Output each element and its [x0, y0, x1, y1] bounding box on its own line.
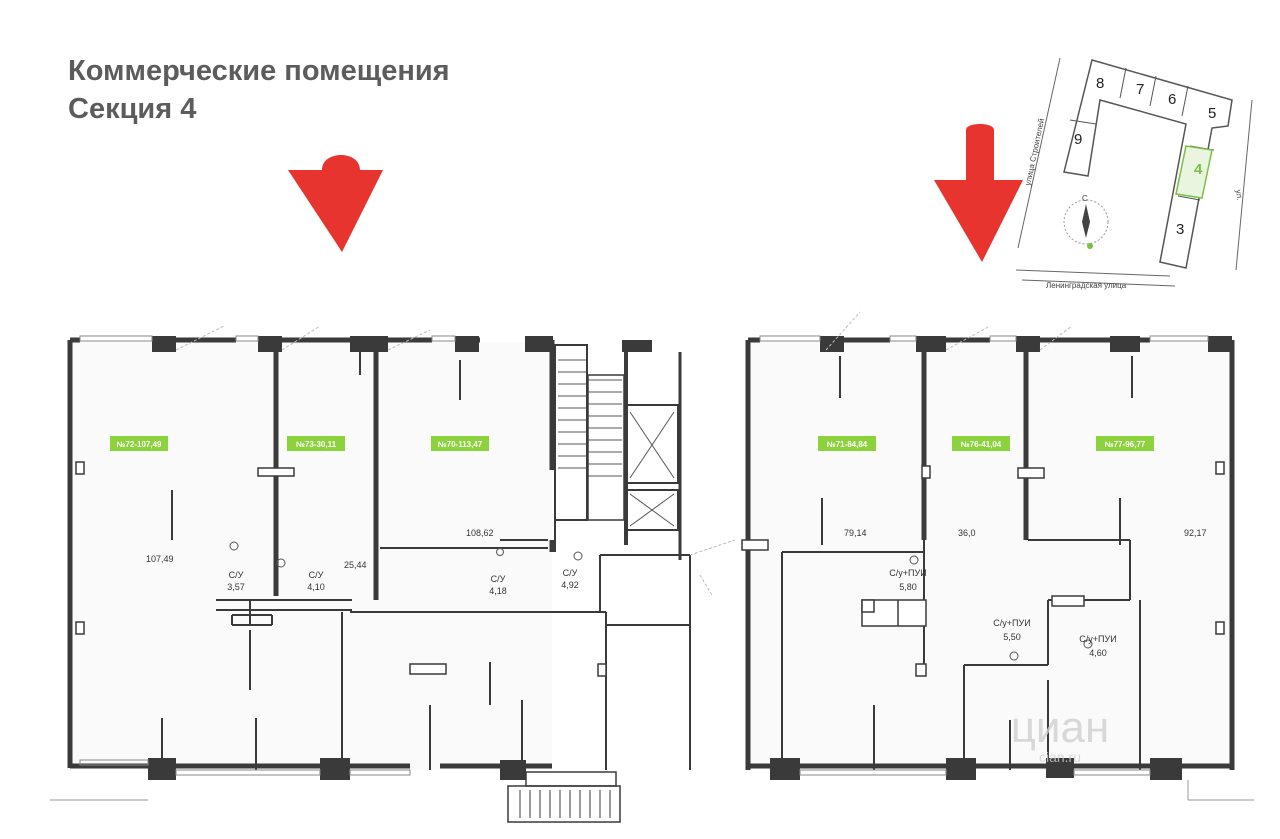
street-left: улица Строителей: [1023, 118, 1046, 187]
bathroom-label: С/у+ПУИ: [993, 618, 1030, 628]
watermark-domain: cian.ru: [1039, 749, 1081, 765]
title-line-1: Коммерческие помещения: [68, 55, 450, 87]
room-area: 79,14: [844, 528, 867, 538]
site-plan: 8 7 6 5 9 4 3 С Ленинградская улица улиц…: [1015, 57, 1253, 290]
site-section-7: 7: [1136, 81, 1144, 98]
unit-tag: №71-84,84: [827, 440, 868, 449]
room-area: 92,17: [1184, 528, 1207, 538]
unit-tag: №72-107,49: [117, 440, 163, 449]
page-title: Коммерческие помещения Секция 4: [68, 52, 450, 128]
left-block: [67, 325, 607, 780]
bathroom-label: С/У: [491, 574, 506, 584]
unit-tag: №76-41,04: [961, 440, 1002, 449]
unit-tag: №77-96,77: [1105, 440, 1146, 449]
street-bottom: Ленинградская улица: [1046, 281, 1127, 290]
bathroom-label: С/У: [229, 570, 244, 580]
bathroom-area: 5,50: [1003, 632, 1021, 642]
site-section-6: 6: [1168, 91, 1176, 108]
bathroom-area: 4,92: [561, 580, 579, 590]
site-section-4: 4: [1194, 161, 1203, 178]
site-section-5: 5: [1208, 105, 1216, 122]
bathroom-label: С/У: [563, 568, 578, 578]
unit-tag: №70-113,47: [438, 440, 483, 449]
title-line-2: Секция 4: [68, 93, 197, 125]
room-area: 25,44: [344, 560, 367, 570]
room-area: 108,62: [466, 528, 494, 538]
bathroom-area: 5,80: [899, 582, 917, 592]
bathroom-label: С/у+ПУИ: [889, 568, 926, 578]
bathroom-area: 4,18: [489, 586, 507, 596]
room-area: 36,0: [958, 528, 976, 538]
center-core: [50, 340, 1254, 823]
compass-north: С: [1082, 194, 1088, 203]
unit-tag: №73-30,11: [296, 440, 337, 449]
site-section-3: 3: [1176, 221, 1184, 238]
bathroom-area: 3,57: [227, 582, 245, 592]
arrow-right-icon: [934, 124, 1023, 262]
arrow-left-icon: [288, 155, 383, 252]
bathroom-label: С/У: [309, 570, 324, 580]
site-section-9: 9: [1074, 131, 1082, 148]
right-block: [741, 311, 1235, 780]
bathroom-area: 4,60: [1089, 648, 1107, 658]
compass-icon: [1082, 204, 1090, 238]
site-section-8: 8: [1096, 75, 1104, 92]
watermark-brand: циан: [1011, 703, 1110, 752]
street-right: ул.: [1234, 189, 1244, 201]
room-area: 107,49: [146, 554, 174, 564]
bathroom-area: 4,10: [307, 582, 325, 592]
bathroom-label: С/у+ПУИ: [1079, 634, 1116, 644]
